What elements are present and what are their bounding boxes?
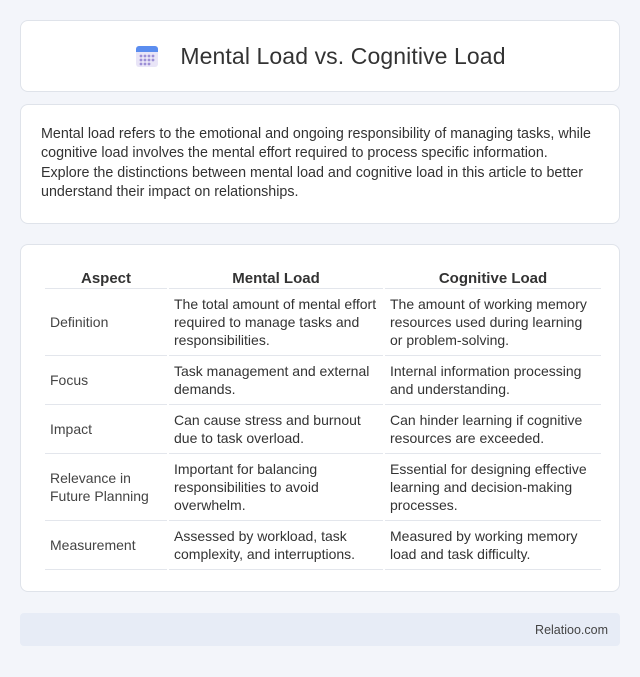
footer-bar: Relatioo.com (20, 613, 620, 646)
table-row: Impact Can cause stress and burnout due … (45, 405, 601, 454)
row-mental-load: The total amount of mental effort requir… (169, 289, 383, 356)
row-cognitive-load: Internal information processing and unde… (385, 356, 601, 405)
title-wrap: Mental Load vs. Cognitive Load (134, 43, 505, 70)
row-aspect: Relevance in Future Planning (45, 454, 167, 521)
intro-text: Mental load refers to the emotional and … (41, 126, 591, 200)
table-row: Measurement Assessed by workload, task c… (45, 521, 601, 570)
table-card: Aspect Mental Load Cognitive Load Defini… (20, 244, 620, 592)
header-mental-load: Mental Load (169, 265, 383, 289)
row-mental-load: Can cause stress and burnout due to task… (169, 405, 383, 454)
row-mental-load: Task management and external demands. (169, 356, 383, 405)
calendar-icon (134, 43, 160, 69)
row-mental-load: Assessed by workload, task complexity, a… (169, 521, 383, 570)
table-row: Definition The total amount of mental ef… (45, 289, 601, 356)
row-cognitive-load: Measured by working memory load and task… (385, 521, 601, 570)
table-row: Focus Task management and external deman… (45, 356, 601, 405)
header-aspect: Aspect (45, 265, 167, 289)
comparison-table: Aspect Mental Load Cognitive Load Defini… (43, 265, 603, 570)
row-cognitive-load: The amount of working memory resources u… (385, 289, 601, 356)
table-header-row: Aspect Mental Load Cognitive Load (45, 265, 601, 289)
table-row: Relevance in Future Planning Important f… (45, 454, 601, 521)
row-aspect: Definition (45, 289, 167, 356)
row-aspect: Measurement (45, 521, 167, 570)
row-aspect: Focus (45, 356, 167, 405)
footer-source: Relatioo.com (535, 622, 608, 637)
row-mental-load: Important for balancing responsibilities… (169, 454, 383, 521)
row-aspect: Impact (45, 405, 167, 454)
intro-card: Mental load refers to the emotional and … (20, 104, 620, 224)
page-title: Mental Load vs. Cognitive Load (180, 42, 506, 69)
header-card: Mental Load vs. Cognitive Load (20, 20, 620, 92)
row-cognitive-load: Essential for designing effective learni… (385, 454, 601, 521)
header-cognitive-load: Cognitive Load (385, 265, 601, 289)
row-cognitive-load: Can hinder learning if cognitive resourc… (385, 405, 601, 454)
